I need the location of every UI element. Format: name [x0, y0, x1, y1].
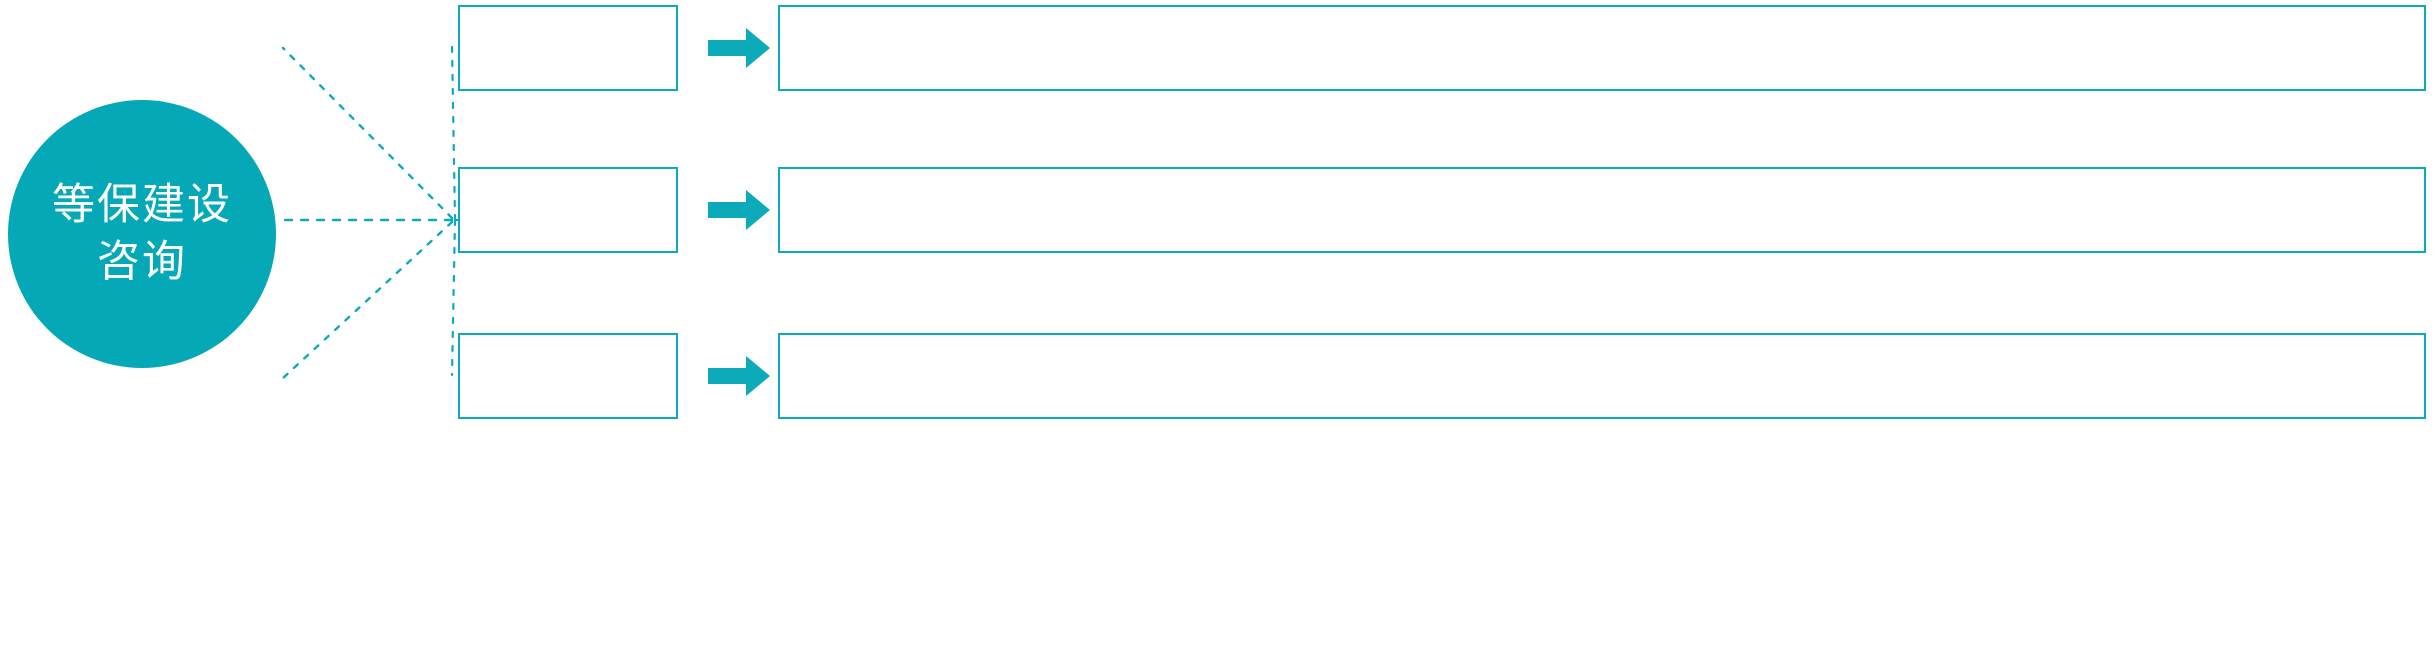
connector-fan [281, 46, 454, 380]
arrow-right-icon [708, 356, 770, 396]
arrow-right-icon [708, 190, 770, 230]
row-3-detail-box[interactable] [778, 333, 2426, 419]
hub-circle[interactable]: 等保建设 咨询 [8, 100, 276, 368]
row-2-category-box[interactable] [458, 167, 678, 253]
row-1-category-box[interactable] [458, 5, 678, 91]
row-1-detail-box[interactable] [778, 5, 2426, 91]
row-2-detail-box[interactable] [778, 167, 2426, 253]
row-3-category-box[interactable] [458, 333, 678, 419]
connector-line-bottom [450, 218, 457, 377]
hub-title-line-1: 等保建设 [52, 181, 232, 230]
arrow-right-icon [708, 28, 770, 68]
hub-title-line-2: 咨询 [97, 238, 187, 286]
connector-line-top [450, 44, 457, 222]
